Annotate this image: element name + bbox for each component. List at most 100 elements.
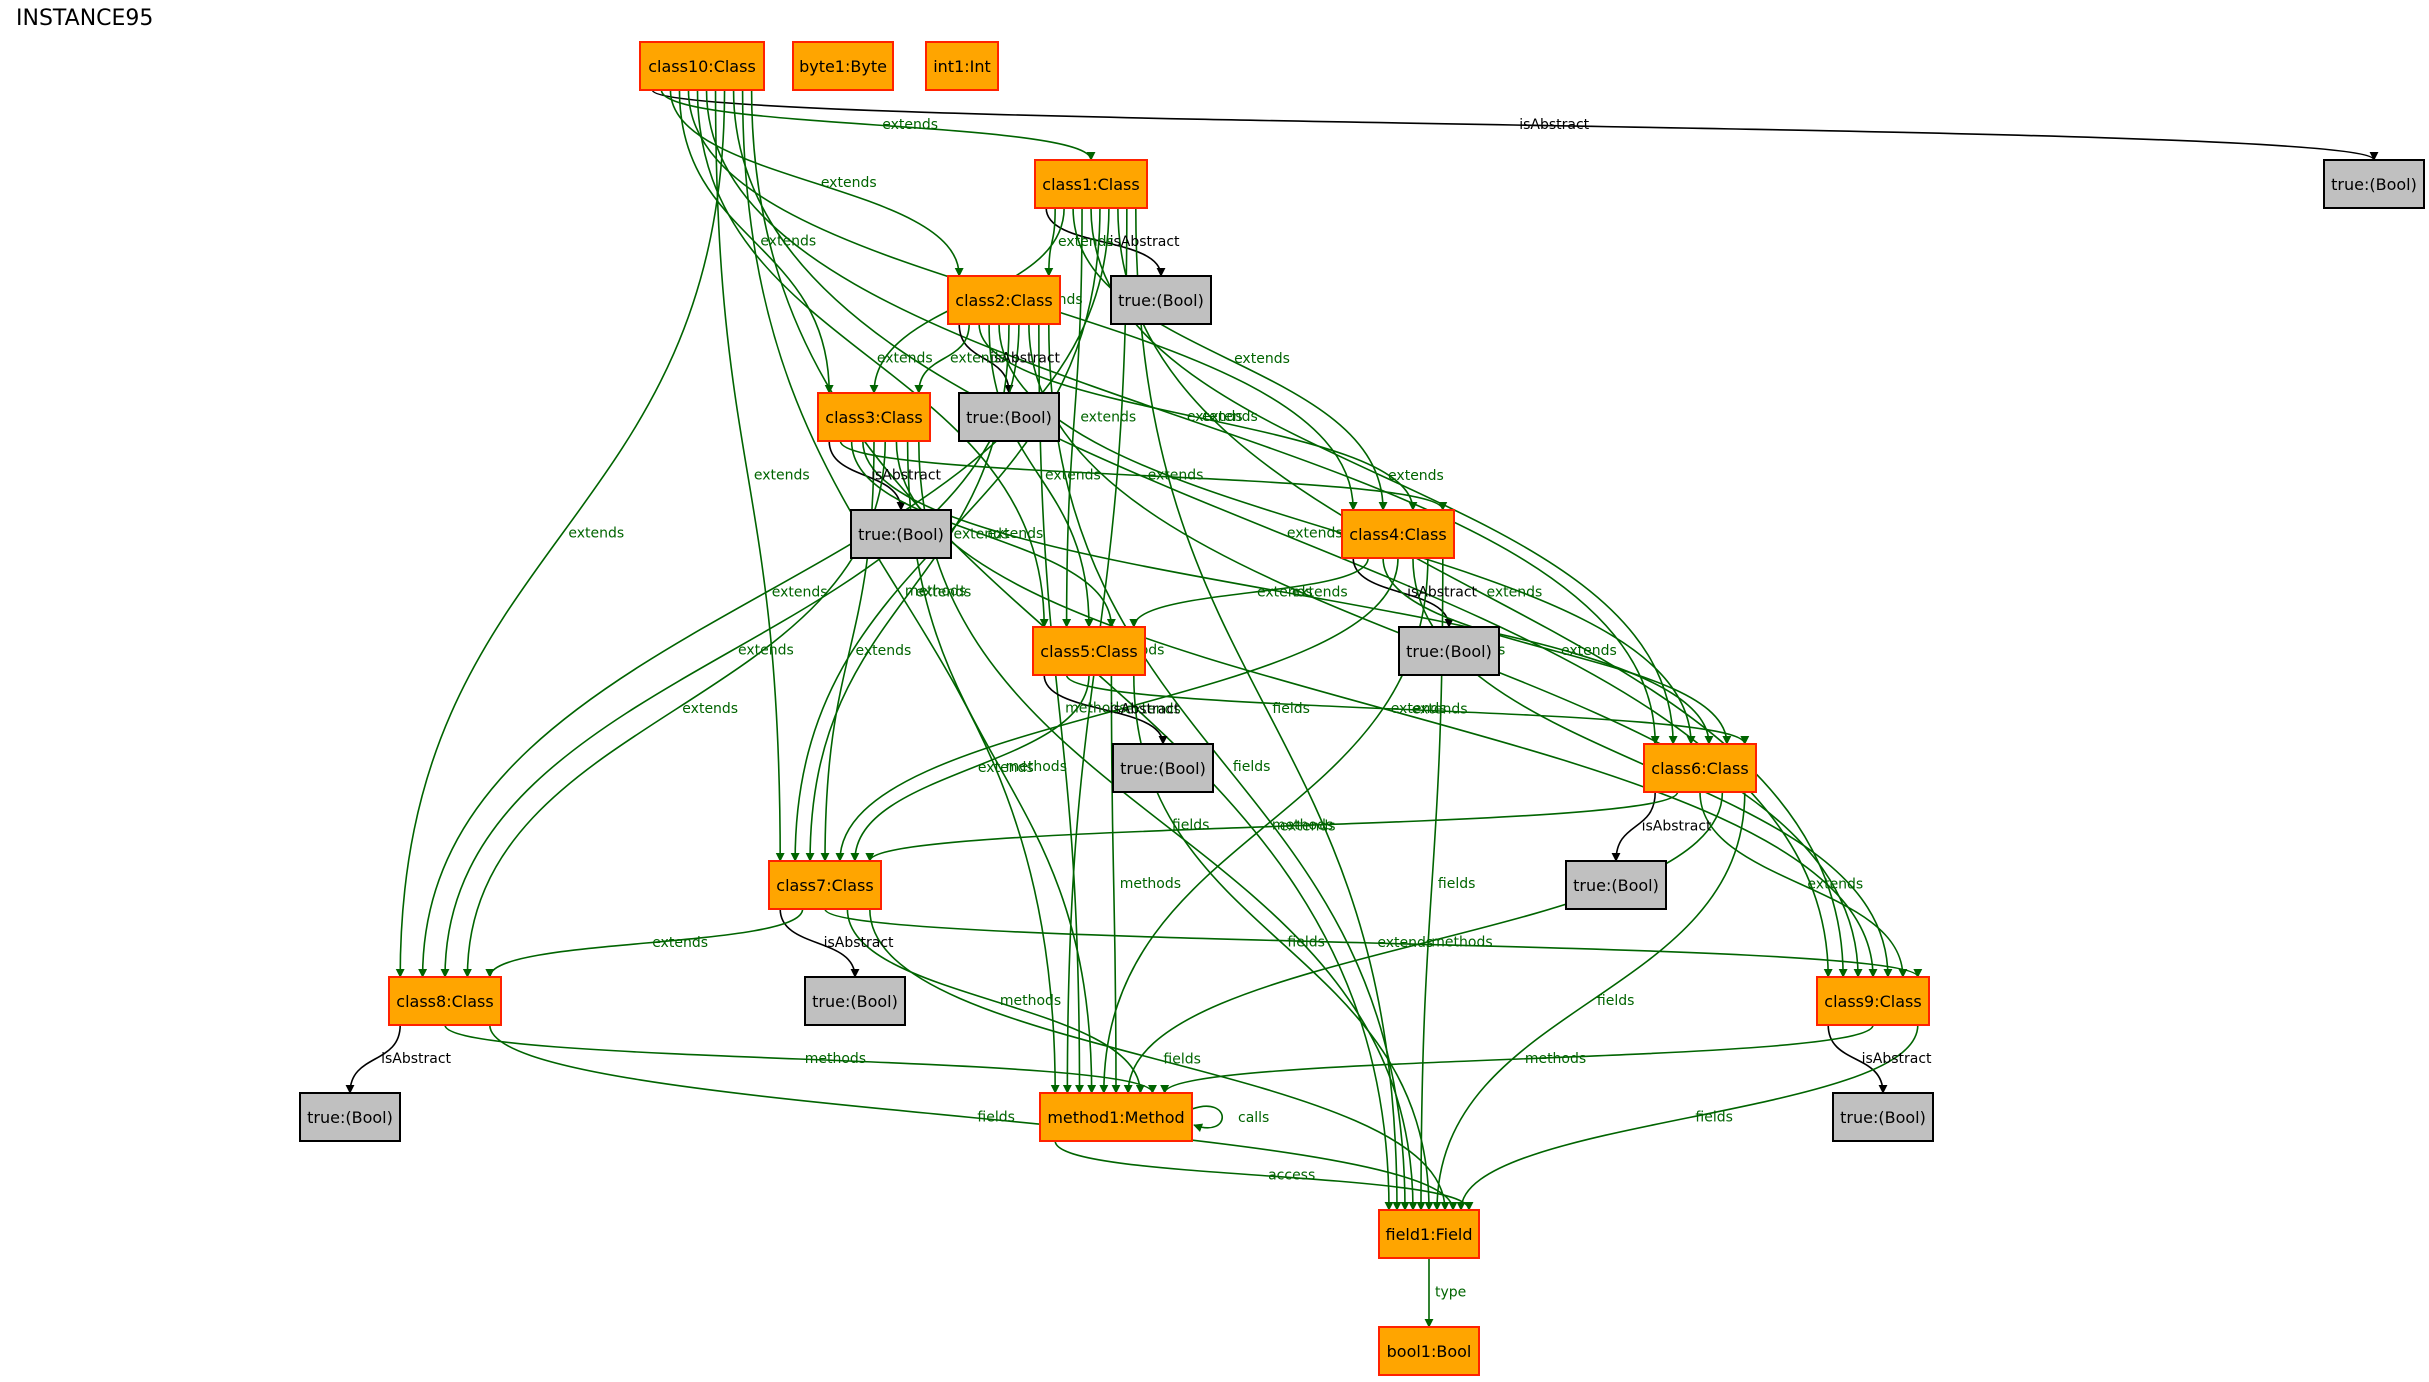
bool-value-box: [1832, 1092, 1934, 1142]
node-b0[interactable]: true:(Bool): [2323, 159, 2425, 209]
edge-class1-fields-field1: [1135, 207, 1402, 1211]
edge-label-extends: extends: [821, 175, 877, 191]
edge-line: [1043, 674, 1168, 745]
diagram-title: INSTANCE95: [16, 6, 154, 31]
edge-label-methods: methods: [1525, 1051, 1586, 1067]
edge-class10-isabstract-b0: [651, 89, 2379, 161]
node-class9[interactable]: class9:Class: [1816, 976, 1930, 1026]
edge-class1-extends-class2: [1044, 207, 1056, 277]
edge-class5-isabstract-b5: [1043, 674, 1168, 745]
edge-class1-isabstract-b1: [1045, 207, 1166, 277]
edge-label-methods: methods: [905, 584, 966, 600]
node-b6[interactable]: true:(Bool): [1565, 860, 1667, 910]
node-b7[interactable]: true:(Bool): [804, 976, 906, 1026]
edge-class6-fields-field1: [1432, 791, 1746, 1211]
node-method1[interactable]: method1:Method: [1039, 1092, 1193, 1142]
node-label: true:(Bool): [812, 992, 898, 1011]
edge-label-fields: fields: [1287, 935, 1325, 951]
edge-label-isabstract: isAbstract: [1110, 702, 1180, 718]
edge-label-extends: extends: [1377, 935, 1433, 951]
edge-class5-methods-method1: [1110, 674, 1121, 1094]
edge-class2-fields-field1: [1048, 323, 1410, 1211]
edge-class6-methods-method1: [1123, 791, 1724, 1094]
edge-class3-methods-method1: [906, 440, 1097, 1094]
edge-line: [914, 323, 970, 394]
node-class10[interactable]: class10:Class: [639, 41, 765, 91]
edge-label-extends: extends: [1202, 409, 1258, 425]
bool-value-box: [299, 1092, 401, 1142]
edge-class9-isabstract-b9: [1827, 1024, 1888, 1094]
edge-line: [1062, 207, 1083, 628]
node-label: class10:Class: [648, 57, 756, 76]
node-b8[interactable]: true:(Bool): [299, 1092, 401, 1142]
node-class3[interactable]: class3:Class: [817, 392, 931, 442]
edge-class10-methods-method1: [741, 89, 1060, 1094]
node-label: class6:Class: [1651, 759, 1748, 778]
edge-line: [824, 908, 1923, 978]
node-class2[interactable]: class2:Class: [947, 275, 1061, 325]
node-b4[interactable]: true:(Bool): [1398, 626, 1500, 676]
edge-label-methods: methods: [1120, 876, 1181, 892]
bool-value-box: [804, 976, 906, 1026]
node-b3[interactable]: true:(Bool): [850, 509, 952, 559]
edge-label-extends: extends: [1807, 877, 1863, 893]
edge-class8-methods-method1: [444, 1024, 1157, 1094]
edge-line: [1045, 207, 1166, 277]
class-node-box: [947, 275, 1061, 325]
edge-line: [865, 791, 1679, 862]
edge-label-extends: extends: [1148, 468, 1204, 484]
edge-line: [1048, 323, 1410, 1211]
node-label: true:(Bool): [966, 408, 1052, 427]
edge-label-extends: extends: [882, 117, 938, 133]
edge-label-fields: fields: [1172, 818, 1210, 834]
node-class7[interactable]: class7:Class: [768, 860, 882, 910]
node-label: true:(Bool): [1406, 642, 1492, 661]
class-node-box: [817, 392, 931, 442]
node-label: method1:Method: [1047, 1108, 1184, 1127]
edge-line: [651, 89, 2379, 161]
class-node-box: [1039, 1092, 1193, 1142]
nodes-layer: class10:Class byte1:Byte int1:Int true:(Boo…: [299, 41, 2425, 1376]
edge-line: [1191, 1105, 1224, 1133]
node-label: true:(Bool): [1840, 1108, 1926, 1127]
edge-label-fields: fields: [1438, 876, 1476, 892]
edge-label-fields: fields: [1233, 759, 1271, 775]
class-node-box: [1341, 509, 1455, 559]
node-bool1[interactable]: bool1:Bool: [1378, 1326, 1480, 1376]
class-node-box: [792, 41, 894, 91]
edge-class7-fields-field1: [869, 908, 1450, 1211]
edge-label-isabstract: isAbstract: [824, 935, 894, 951]
bool-value-box: [1565, 860, 1667, 910]
node-b1[interactable]: true:(Bool): [1110, 275, 1212, 325]
edge-line: [444, 1024, 1157, 1094]
edge-label-isabstract: isAbstract: [1110, 234, 1180, 250]
node-byte1[interactable]: byte1:Byte: [792, 41, 894, 91]
node-class5[interactable]: class5:Class: [1032, 626, 1146, 676]
node-label: class5:Class: [1040, 642, 1137, 661]
edge-class8-isabstract-b8: [345, 1024, 401, 1094]
edge-line: [1160, 1024, 1874, 1094]
edge-class3-extends-class5: [850, 440, 1116, 628]
node-b2[interactable]: true:(Bool): [958, 392, 1060, 442]
class-node-box: [1034, 159, 1148, 209]
node-class8[interactable]: class8:Class: [388, 976, 502, 1026]
edge-class7-isabstract-b7: [779, 908, 860, 978]
node-class1[interactable]: class1:Class: [1034, 159, 1148, 209]
edge-label-extends: extends: [1280, 819, 1336, 835]
edge-label-isabstract: isAbstract: [1642, 819, 1712, 835]
bool-value-box: [1110, 275, 1212, 325]
class-node-box: [1643, 743, 1757, 793]
node-class4[interactable]: class4:Class: [1341, 509, 1455, 559]
edge-label-extends: extends: [1487, 585, 1543, 601]
node-b9[interactable]: true:(Bool): [1832, 1092, 1934, 1142]
node-class6[interactable]: class6:Class: [1643, 743, 1757, 793]
node-field1[interactable]: field1:Field: [1378, 1209, 1480, 1259]
edge-label-extends: extends: [988, 526, 1044, 542]
edge-label-type: type: [1435, 1285, 1466, 1301]
edge-line: [345, 1024, 401, 1094]
node-label: bool1:Bool: [1387, 1342, 1472, 1361]
node-b5[interactable]: true:(Bool): [1112, 743, 1214, 793]
node-label: true:(Bool): [307, 1108, 393, 1127]
edge-line: [660, 89, 1096, 161]
node-int1[interactable]: int1:Int: [925, 41, 999, 91]
